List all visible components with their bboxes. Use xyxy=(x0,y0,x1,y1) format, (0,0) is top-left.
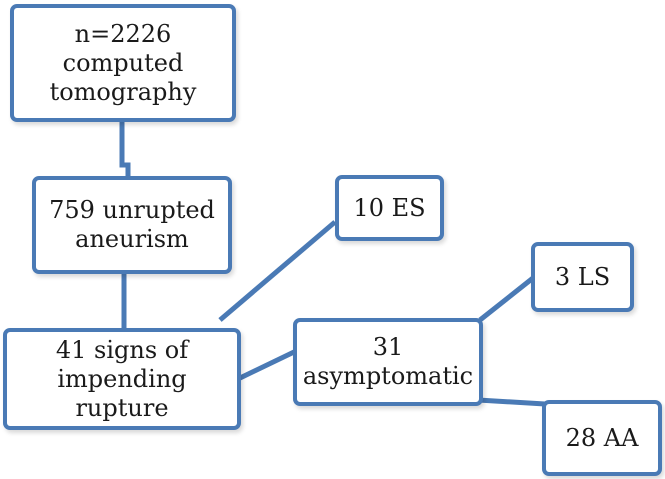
node-aa-label: 28 AA xyxy=(565,423,639,452)
node-es-label: 10 ES xyxy=(353,193,426,222)
node-impending-line-3: rupture xyxy=(75,393,169,422)
connector-asymptomatic-to-aa xyxy=(477,397,546,407)
node-ls: 3 LS xyxy=(531,242,634,312)
node-es: 10 ES xyxy=(335,175,444,241)
node-asymptomatic-line-1: 31 xyxy=(372,333,404,361)
node-impending-line-2: impending xyxy=(57,364,187,393)
node-aa: 28 AA xyxy=(542,400,662,476)
node-asymptomatic-line-2: asymptomatic xyxy=(302,362,474,390)
connector-ct-to-unruptured xyxy=(119,120,131,178)
node-impending-rupture: 41 signs of impending rupture xyxy=(3,328,241,430)
node-ct-line-1: n=2226 xyxy=(74,19,172,48)
node-ls-label: 3 LS xyxy=(554,262,611,291)
node-impending-line-1: 41 signs of xyxy=(55,335,189,364)
node-ct-line-2: computed xyxy=(62,48,184,77)
node-ct-line-3: tomography xyxy=(49,77,197,106)
node-unruptured-line-1: 759 unrupted xyxy=(49,196,215,224)
node-asymptomatic: 31 asymptomatic xyxy=(293,318,483,406)
connector-impending-to-asymptomatic xyxy=(238,349,296,381)
connector-asymptomatic-to-ls xyxy=(478,276,535,322)
node-computed-tomography: n=2226 computed tomography xyxy=(10,4,236,122)
node-unruptured-aneurism: 759 unrupted aneurism xyxy=(32,176,232,274)
connector-impending-to-es xyxy=(218,220,337,322)
node-unruptured-line-2: aneurism xyxy=(75,225,189,253)
